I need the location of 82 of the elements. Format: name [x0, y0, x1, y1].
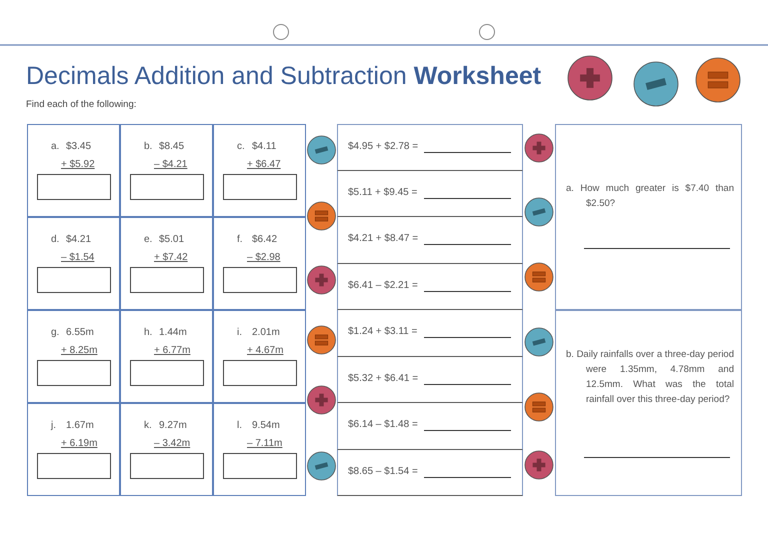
- problem-cell: [27, 124, 120, 217]
- first-number: 1.67m: [66, 420, 94, 431]
- equation-row: [337, 403, 523, 450]
- item-letter: f.: [237, 234, 243, 245]
- answer-box: [37, 174, 111, 200]
- second-number: – $4.21: [154, 159, 188, 170]
- first-number: $6.42: [252, 234, 278, 245]
- first-number: 1.44m: [159, 327, 187, 338]
- answer-box: [37, 453, 111, 479]
- answer-box: [37, 360, 111, 386]
- word-problem-panel: [555, 124, 742, 310]
- first-number: $5.01: [159, 234, 184, 245]
- first-number: $4.11: [252, 141, 276, 152]
- equation-row: [337, 450, 523, 496]
- equation-text: $8.65 – $1.54 =: [348, 466, 418, 476]
- second-number: + 4.67m: [247, 345, 284, 356]
- problem-cell: [120, 310, 213, 403]
- equation-row: [337, 264, 523, 310]
- answer-box: [223, 360, 297, 386]
- equation-text: $4.21 + $8.47 =: [348, 233, 418, 244]
- second-number: – $2.98: [247, 252, 280, 263]
- equation-text: $4.95 + $2.78 =: [348, 141, 418, 152]
- second-number: – 3.42m: [154, 438, 190, 449]
- second-number: – $1.54: [61, 252, 94, 263]
- first-number: 9.54m: [252, 420, 280, 431]
- answer-box: [130, 453, 204, 479]
- worksheet-title: Decimals Addition and Subtraction Worksheet: [26, 62, 542, 91]
- first-number: 2.01m: [252, 327, 280, 338]
- equation-text: $6.41 – $2.21 =: [348, 280, 418, 290]
- problem-cell: [213, 217, 306, 310]
- answer-box: [130, 174, 204, 200]
- answer-box: [223, 453, 297, 479]
- item-letter: i.: [237, 327, 242, 338]
- equation-text: $1.24 + $3.11 =: [348, 326, 418, 337]
- equation-row: [337, 356, 523, 403]
- first-number: $3.45: [66, 141, 92, 152]
- problem-cell: [120, 217, 213, 310]
- problem-cell: [213, 403, 306, 496]
- second-number: + $6.47: [247, 159, 281, 170]
- second-number: + 8.25m: [61, 345, 98, 356]
- equation-text: $5.11 + $9.45 =: [348, 186, 418, 198]
- item-letter: b.: [144, 141, 152, 152]
- answer-box: [130, 267, 204, 293]
- problem-cell: [27, 403, 120, 496]
- second-number: + $7.42: [154, 252, 188, 263]
- first-number: 6.55m: [66, 327, 94, 338]
- item-letter: a.: [51, 141, 60, 152]
- problem-cell: [120, 403, 213, 496]
- problem-cell: [27, 217, 120, 310]
- problem-cell: [213, 310, 306, 403]
- item-letter: h.: [144, 327, 152, 338]
- answer-box: [37, 267, 111, 293]
- equation-text: $6.14 – $1.48 =: [348, 419, 418, 430]
- equation-row: [337, 310, 523, 356]
- item-letter: l.: [237, 420, 242, 431]
- question-text: a. How much greater is $7.40 than $2.50?: [566, 182, 734, 211]
- answer-box: [223, 174, 297, 200]
- item-letter: e.: [144, 234, 152, 245]
- answer-box: [223, 267, 297, 293]
- word-problem-panel: [555, 310, 742, 496]
- item-letter: k.: [144, 420, 152, 431]
- equation-row: [337, 217, 523, 264]
- first-number: 9.27m: [159, 420, 187, 431]
- problem-cell: [120, 124, 213, 217]
- instruction-text: Find each of the following:: [26, 99, 136, 110]
- second-number: + $5.92: [61, 159, 95, 170]
- equation-row: [337, 170, 523, 217]
- answer-box: [130, 360, 204, 386]
- question-text: b. Daily rainfalls over a three-day period were 1.35mm, 4.78mm and 12.5mm. What was the total rainfall over this three-day period?: [566, 348, 734, 407]
- item-letter: c.: [237, 141, 245, 152]
- item-letter: d.: [51, 234, 60, 245]
- first-number: $8.45: [159, 141, 184, 152]
- equation-row: [337, 124, 523, 170]
- equation-text: $5.32 + $6.41 =: [348, 372, 418, 384]
- item-letter: g.: [51, 327, 60, 338]
- problem-cell: [27, 310, 120, 403]
- problem-cell: [213, 124, 306, 217]
- item-letter: j.: [51, 420, 56, 431]
- second-number: + 6.19m: [61, 438, 98, 449]
- second-number: – 7.11m: [247, 438, 282, 449]
- first-number: $4.21: [66, 234, 92, 245]
- second-number: + 6.77m: [154, 345, 190, 356]
